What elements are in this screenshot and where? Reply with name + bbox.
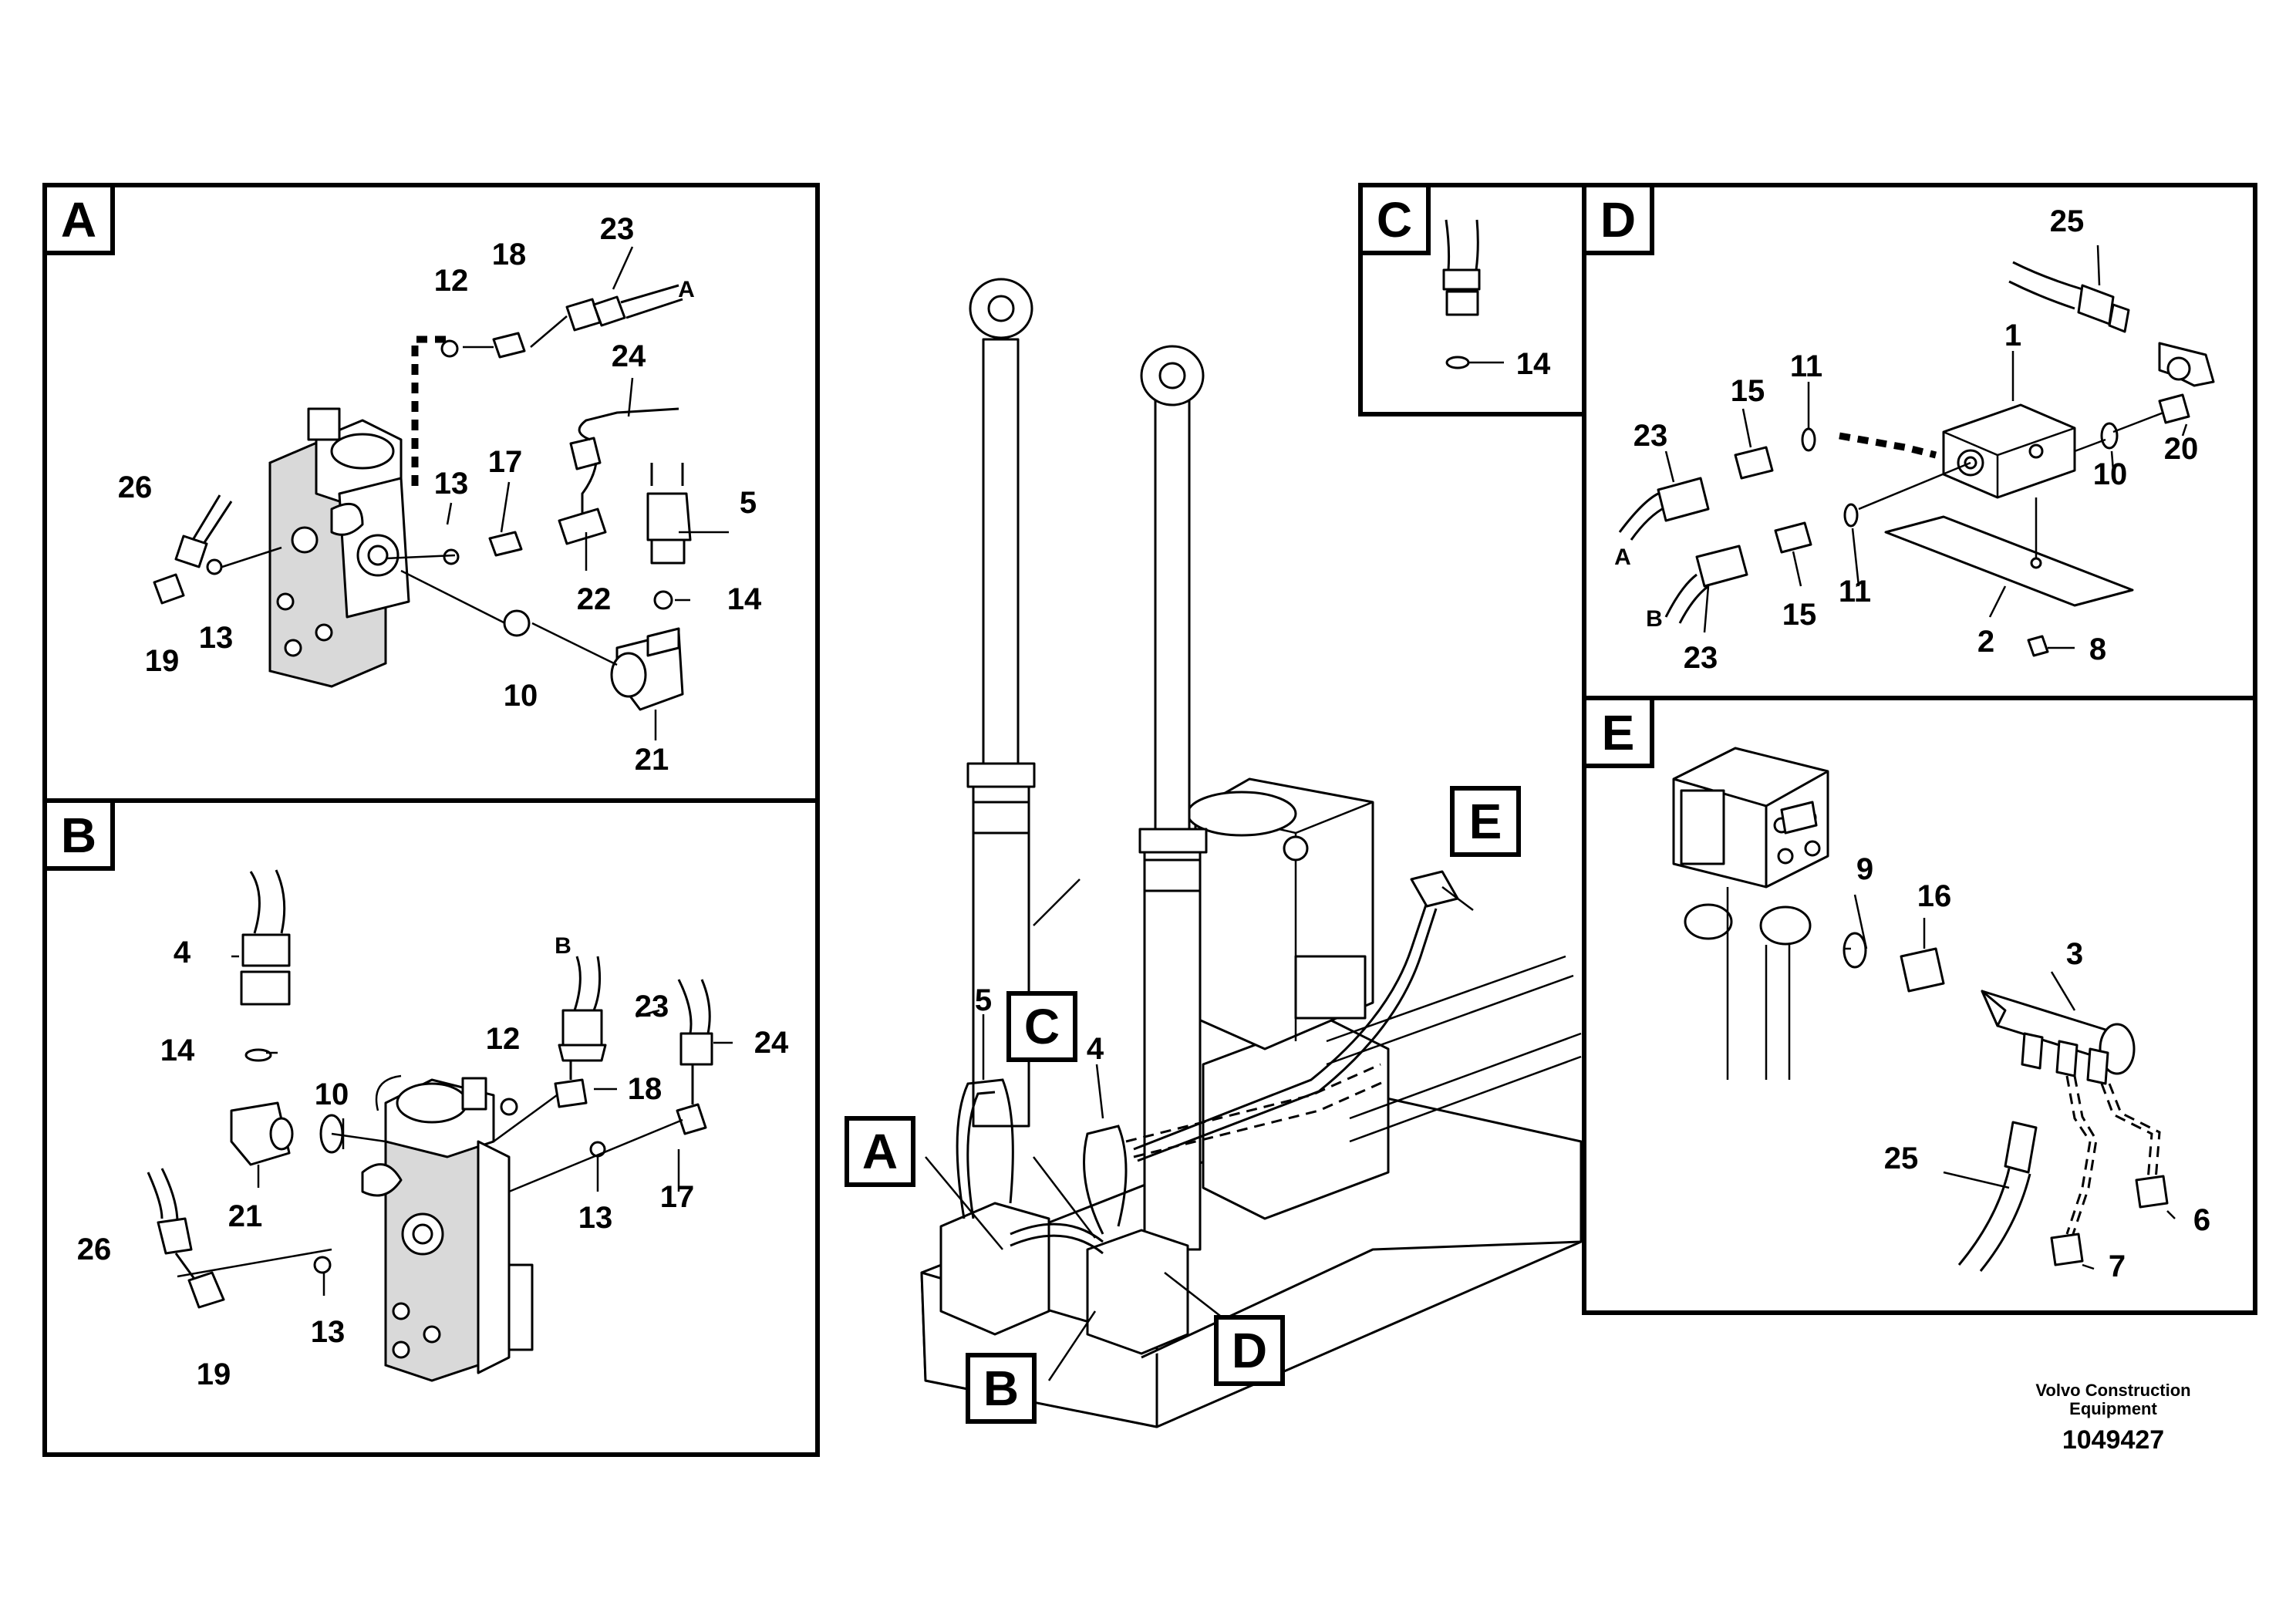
hose-end-label-d-a: A — [1614, 545, 1631, 570]
callout-b-24: 24 — [754, 1026, 789, 1060]
callout-d-23-upper: 23 — [1633, 419, 1668, 453]
callout-d-1: 1 — [2004, 319, 2021, 352]
overview-callout-5: 5 — [975, 983, 992, 1017]
hose-end-label-b: B — [555, 933, 571, 959]
overview-machine: 5 4 C A B D E — [845, 278, 1583, 1428]
panel-d: D A B — [1582, 183, 2257, 700]
overview-tag-b: B — [983, 1361, 1019, 1416]
callout-e-9: 9 — [1856, 852, 1873, 886]
callout-b-18: 18 — [628, 1072, 663, 1106]
callout-b-26: 26 — [77, 1233, 112, 1266]
panel-a-letter: A — [61, 192, 96, 248]
callout-b-4: 4 — [174, 936, 191, 969]
callout-d-10: 10 — [2093, 457, 2128, 491]
callout-d-23-lower: 23 — [1684, 641, 1718, 675]
callout-e-16: 16 — [1917, 879, 1952, 913]
footer-stamp: Volvo Construction Equipment 1049427 — [2035, 1381, 2190, 1455]
hose-end-label-d-b: B — [1646, 606, 1663, 632]
panel-b-letter: B — [61, 808, 96, 863]
callout-a-22: 22 — [577, 582, 612, 616]
callout-b-17: 17 — [660, 1180, 695, 1214]
panel-c: C 14 — [1358, 183, 1586, 416]
callout-c-14: 14 — [1516, 347, 1551, 381]
callout-e-25: 25 — [1884, 1141, 1919, 1175]
callout-d-15-lower: 15 — [1782, 598, 1817, 632]
callout-a-12: 12 — [434, 264, 469, 298]
callout-a-5: 5 — [740, 486, 757, 520]
callout-a-18: 18 — [492, 238, 527, 271]
overview-tag-d: D — [1232, 1323, 1267, 1378]
panel-e-letter: E — [1602, 705, 1635, 760]
panel-d-letter: D — [1600, 192, 1636, 248]
callout-a-10: 10 — [504, 679, 538, 713]
callout-a-23: 23 — [600, 212, 635, 246]
panel-e: E — [1582, 696, 2257, 1315]
callout-b-13-lower: 13 — [311, 1315, 346, 1349]
overview-tag-e: E — [1469, 794, 1502, 849]
panel-b: B B — [42, 798, 820, 1457]
callout-a-21: 21 — [635, 743, 669, 777]
callout-a-13-upper: 13 — [434, 467, 469, 501]
callout-a-14: 14 — [727, 582, 762, 616]
callout-d-2: 2 — [1977, 625, 1994, 659]
callout-d-20: 20 — [2164, 432, 2199, 466]
panel-a: A A — [42, 183, 820, 803]
callout-a-24: 24 — [612, 339, 646, 373]
callout-b-13-right: 13 — [578, 1201, 613, 1235]
callout-e-7: 7 — [2109, 1249, 2126, 1283]
callout-e-3: 3 — [2066, 937, 2083, 971]
callout-d-11-lower: 11 — [1839, 575, 1871, 609]
callout-b-14: 14 — [160, 1034, 195, 1067]
callout-d-11-upper: 11 — [1790, 349, 1822, 383]
callout-a-17: 17 — [488, 445, 523, 479]
overview-tag-c: C — [1024, 999, 1060, 1054]
valve-body-a — [268, 407, 410, 688]
callout-a-19: 19 — [145, 644, 180, 678]
callout-d-8: 8 — [2089, 632, 2106, 666]
footer-company: Volvo Construction — [2035, 1381, 2190, 1400]
callout-b-21: 21 — [228, 1199, 263, 1233]
panel-c-letter: C — [1377, 192, 1412, 248]
valve-body-b — [361, 1074, 534, 1382]
callout-e-6: 6 — [2193, 1203, 2210, 1237]
callout-b-10: 10 — [315, 1077, 349, 1111]
callout-d-15-upper: 15 — [1731, 374, 1765, 408]
overview-callout-4: 4 — [1087, 1032, 1104, 1066]
callout-b-19: 19 — [197, 1357, 231, 1391]
callout-b-12: 12 — [486, 1022, 521, 1056]
callout-d-25: 25 — [2050, 204, 2085, 238]
drawing-number: 1049427 — [2062, 1425, 2164, 1455]
callout-b-23: 23 — [635, 990, 669, 1023]
callout-a-13-lower: 13 — [199, 621, 234, 655]
callout-a-26: 26 — [118, 470, 153, 504]
footer-company-line2: Equipment — [2069, 1399, 2157, 1418]
overview-tag-a: A — [862, 1124, 898, 1179]
hose-end-label-a: A — [678, 277, 695, 302]
